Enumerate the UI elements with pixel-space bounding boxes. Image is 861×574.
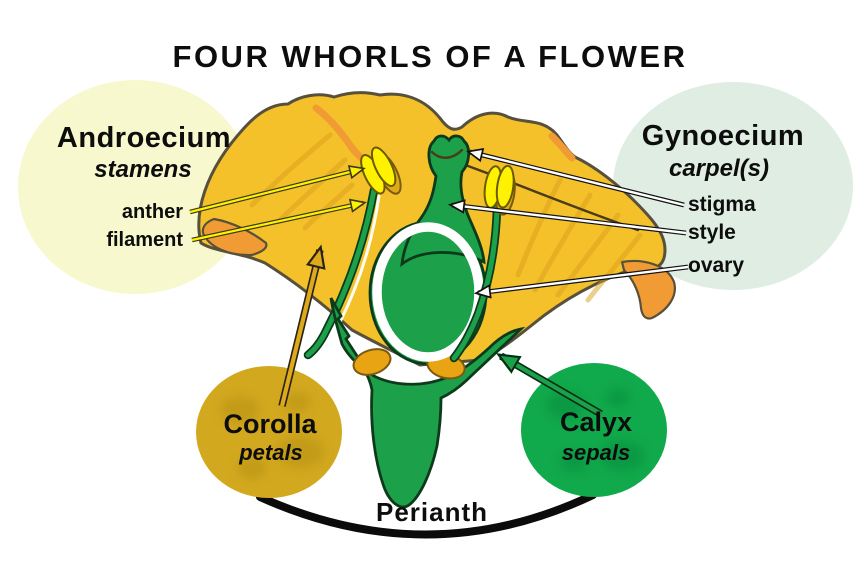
stamen-left [303, 146, 402, 360]
style-label: style [688, 221, 736, 244]
calyx-circle [521, 363, 667, 497]
ovary-label: ovary [688, 254, 745, 277]
anther-right [483, 164, 516, 216]
nectary-left [352, 348, 392, 376]
perianth-bracket-icon [256, 491, 597, 539]
label-arrows [189, 148, 689, 418]
corolla-arrow-icon [278, 250, 320, 407]
anther-arrow-icon [189, 165, 366, 215]
androecium-subtitle: stamens [94, 156, 192, 183]
calyx-arrow-icon [501, 352, 603, 418]
corolla-circle [196, 366, 342, 498]
gynoecium-subtitle: carpel(s) [668, 155, 770, 182]
style-arrow-icon [447, 199, 687, 236]
anther-label: anther [121, 201, 183, 223]
androecium-name: Androecium [56, 122, 232, 154]
corolla-subtitle: petals [239, 440, 303, 465]
ovary-arrow-icon [473, 264, 689, 299]
perianth-label: Perianth [375, 497, 489, 527]
calyx-subtitle: sepals [561, 440, 631, 465]
stigma-label: stigma [688, 193, 756, 216]
stamen-right [449, 164, 516, 363]
calyx-name: Calyx [559, 407, 633, 437]
corolla-name: Corolla [223, 409, 317, 439]
gynoecium-name: Gynoecium [641, 120, 805, 152]
anther-left [360, 146, 402, 195]
flower-cross-section [197, 91, 676, 509]
page-title: FOUR WHORLS OF A FLOWER [172, 39, 688, 74]
gynoecium-circle [613, 82, 853, 290]
stigma-arrow-icon [465, 148, 685, 208]
petal-underside-left [201, 217, 268, 257]
filament-label: filament [106, 229, 183, 251]
filament-arrow-icon [191, 198, 367, 243]
